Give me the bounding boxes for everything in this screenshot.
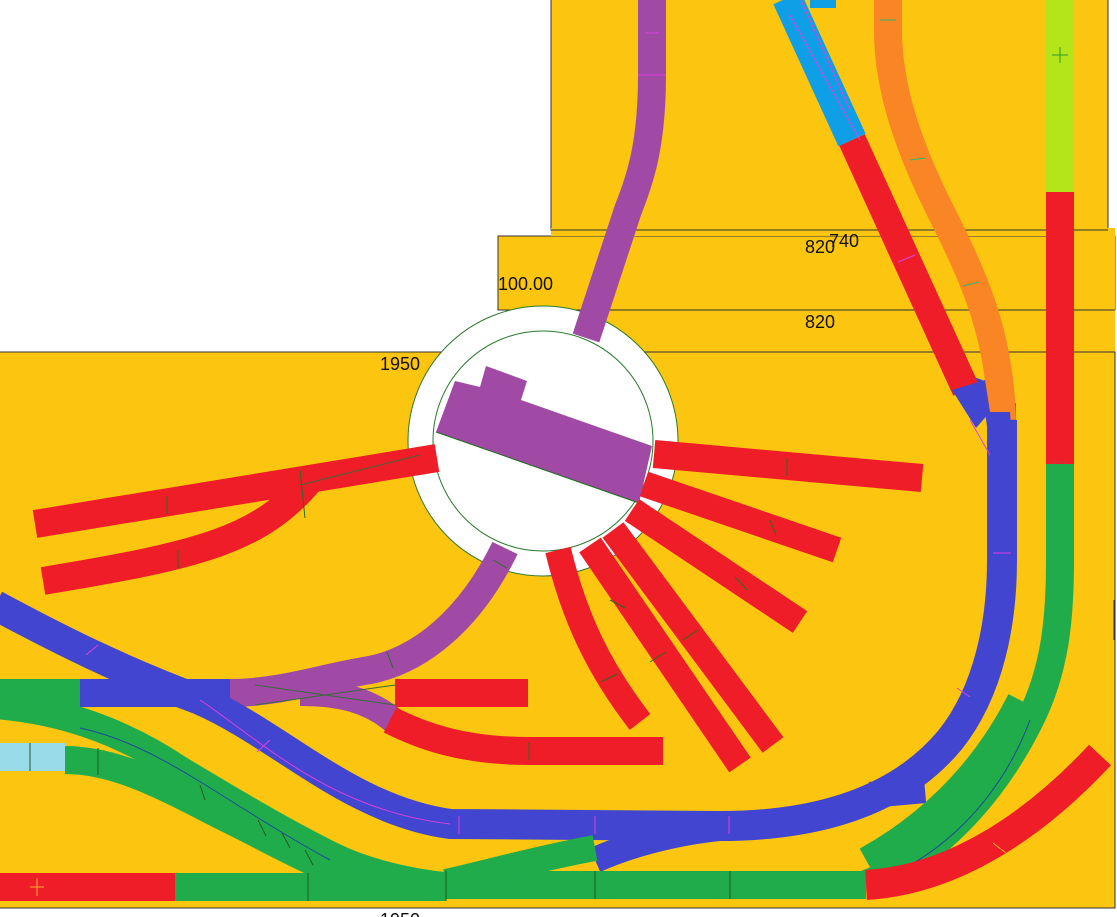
baseboard-join-c bbox=[600, 310, 1115, 352]
dim-820-b: 820 bbox=[805, 312, 835, 332]
turntable-pit-inner bbox=[432, 330, 654, 552]
track-red-yard-stubs[interactable] bbox=[383, 679, 663, 765]
track-orange[interactable] bbox=[874, 0, 1016, 421]
track-red-east-sidings[interactable] bbox=[545, 440, 924, 773]
track-red-southeast[interactable] bbox=[864, 744, 1111, 900]
dim-740: 740 bbox=[829, 231, 859, 251]
baseboard-join-a bbox=[551, 228, 1115, 236]
track-purple-north[interactable] bbox=[572, 0, 666, 343]
track-right-vertical[interactable] bbox=[1046, 0, 1074, 564]
track-green-lines[interactable] bbox=[0, 464, 1074, 901]
turntable[interactable] bbox=[407, 305, 679, 577]
track-lightblue-stub[interactable] bbox=[0, 743, 65, 771]
turntable-bridge[interactable] bbox=[436, 366, 652, 503]
dimension-labels: 820 740 100.00 820 1950 1950 bbox=[380, 231, 859, 917]
track-blue-turnout[interactable] bbox=[952, 380, 1012, 456]
track-purple-southwest[interactable] bbox=[229, 541, 518, 733]
turntable-bridge-axis bbox=[435, 431, 640, 504]
track-red-west-sidings[interactable] bbox=[32, 444, 440, 595]
track-red-southwest[interactable] bbox=[0, 873, 175, 901]
dim-1950-left: 1950 bbox=[380, 354, 420, 374]
dim-820-a: 820 bbox=[805, 237, 835, 257]
dim-100: 100.00 bbox=[498, 274, 553, 294]
dim-1950-bottom: 1950 bbox=[380, 910, 420, 917]
track-red-diagonal[interactable] bbox=[773, 0, 979, 396]
